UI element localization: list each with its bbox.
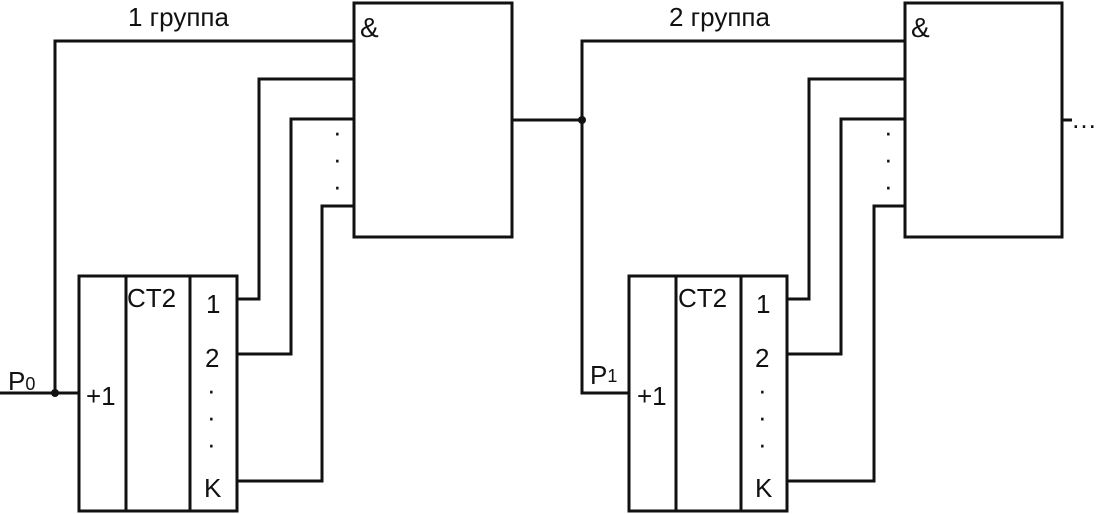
group-2-title: 2 группа — [669, 2, 770, 32]
group-2-output-2-label: 2 — [755, 343, 769, 373]
group-1-output-k-wire — [237, 204, 354, 483]
group-1: 1 группа & CT2 +1 1 2 K · · · P0 · · — [0, 1, 514, 513]
carry-to-group-2-and-wire — [580, 39, 905, 120]
group-1-title: 1 группа — [128, 2, 229, 32]
group-1-input-to-and-wire — [53, 39, 354, 393]
group-2-increment-label: +1 — [637, 381, 667, 411]
group-2-output-k-wire — [787, 204, 905, 483]
group-2-and-symbol: & — [911, 12, 930, 43]
group-1-input-label: P0 — [8, 366, 35, 396]
group-1-counter: CT2 +1 1 2 K · · · — [77, 274, 239, 513]
group-1-and-symbol: & — [360, 12, 379, 43]
group-1-and-input-dot: · — [333, 144, 342, 174]
group-1-and-gate — [352, 1, 514, 239]
group-1-output-1-label: 1 — [206, 289, 220, 319]
group-2-counter: CT2 +1 1 2 K · · · — [627, 274, 789, 513]
group-2-input-label: P1 — [590, 360, 617, 390]
group-1-increment-label: +1 — [86, 381, 116, 411]
group-1-counter-dot: · — [207, 402, 216, 432]
group-2-and-input-dot: · — [884, 144, 893, 174]
group-1-counter-dot: · — [207, 375, 216, 405]
group-1-output-k-label: K — [204, 473, 222, 503]
group-2: 2 группа & CT2 +1 1 2 K · · · P1 · · · — [590, 1, 1097, 513]
group-1-counter-label: CT2 — [127, 283, 176, 313]
group-2-counter-dot: · — [758, 402, 767, 432]
continuation-ellipsis: … — [1071, 104, 1097, 134]
group-2-output-2-wire — [787, 117, 905, 356]
group-2-counter-label: CT2 — [678, 283, 727, 313]
group-2-counter-dot: · — [758, 375, 767, 405]
group-1-output-2-label: 2 — [205, 343, 219, 373]
group-1-output-1-wire — [237, 77, 354, 301]
group-1-output-2-wire — [237, 117, 354, 356]
group-2-and-input-dot: · — [884, 117, 893, 147]
group-2-output-1-wire — [787, 77, 905, 301]
group-1-and-input-dot: · — [333, 171, 342, 201]
group-2-output-k-label: K — [755, 473, 773, 503]
group-1-and-input-dot: · — [333, 117, 342, 147]
group-2-and-input-dot: · — [884, 171, 893, 201]
group-2-counter-dot: · — [758, 429, 767, 459]
group-1-counter-dot: · — [207, 429, 216, 459]
carry-to-group-2-counter-wire — [580, 120, 629, 395]
group-2-and-gate — [903, 1, 1064, 239]
group-2-output-1-label: 1 — [756, 289, 770, 319]
